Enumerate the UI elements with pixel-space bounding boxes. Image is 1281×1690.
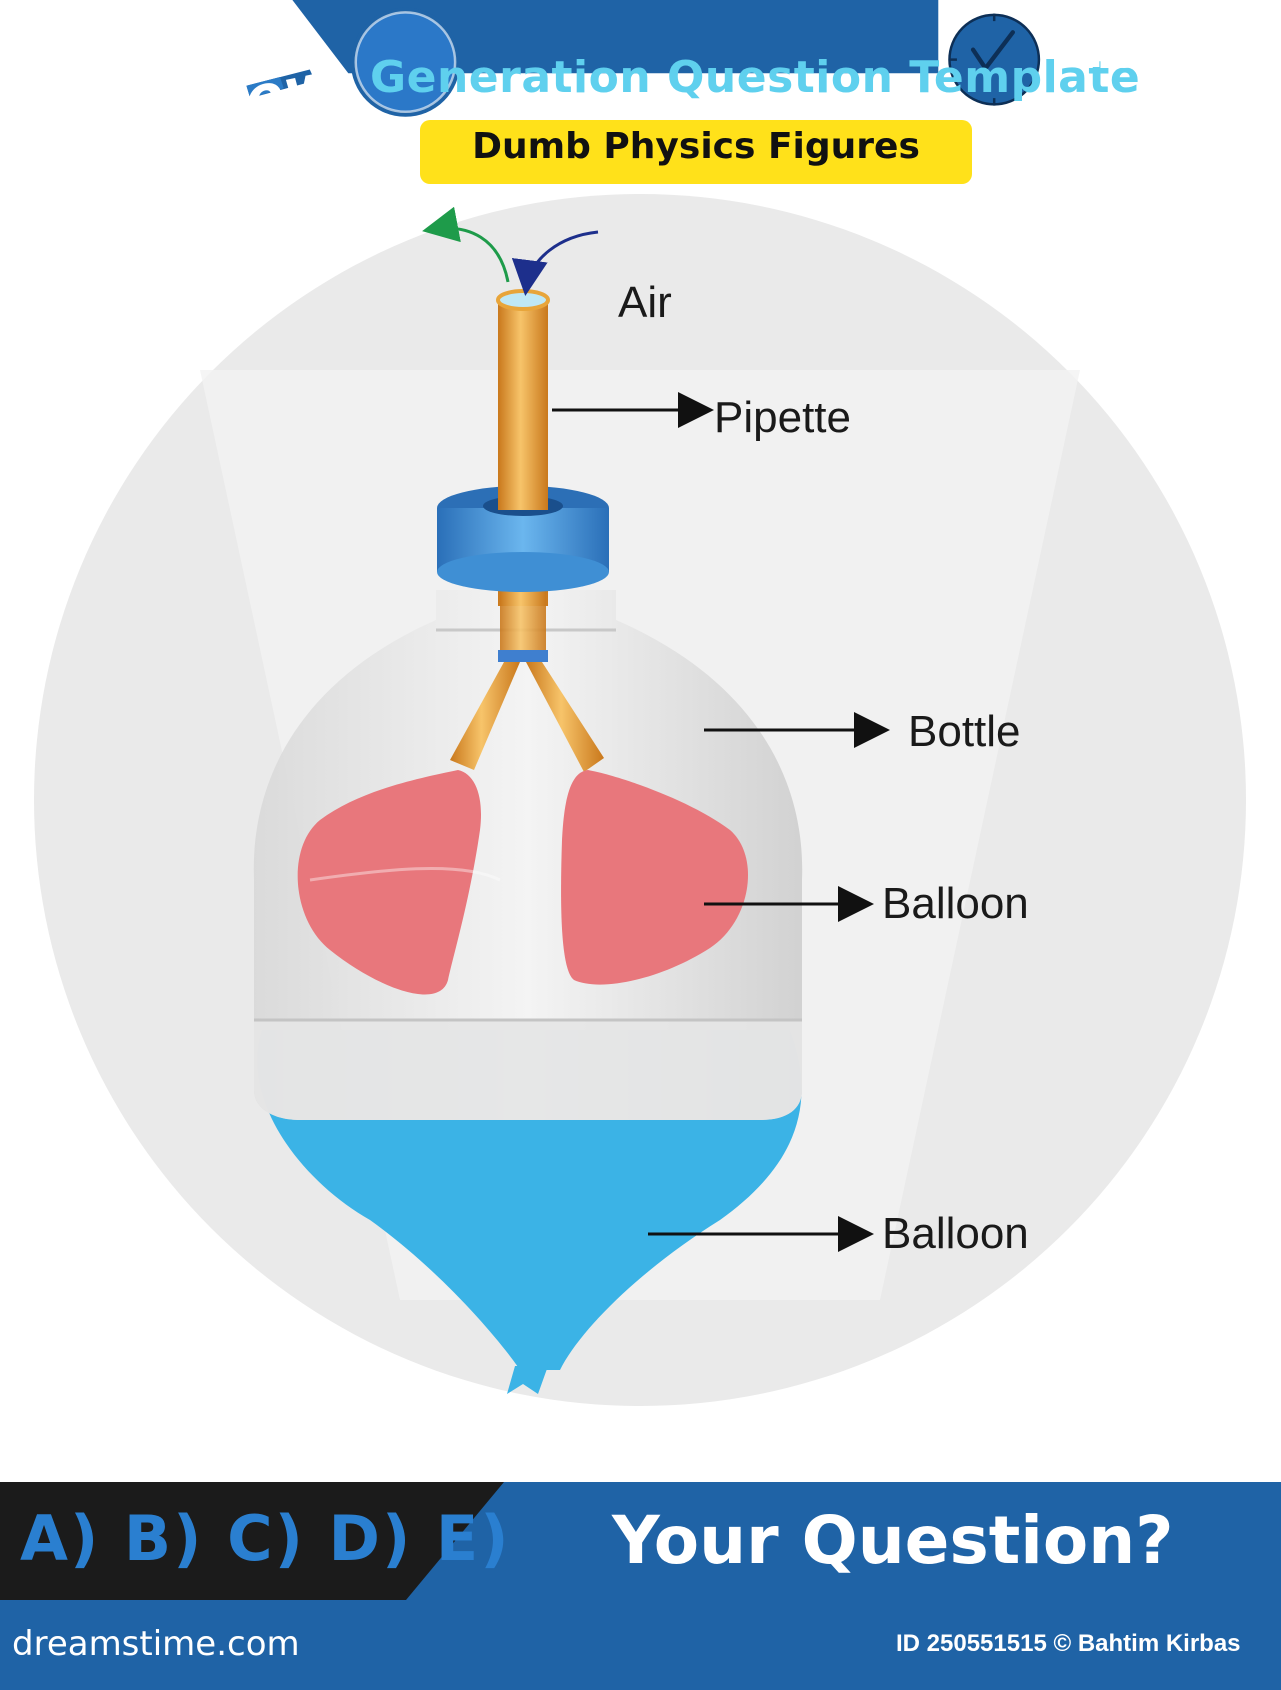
clock-icon <box>948 13 1041 106</box>
subtitle-box <box>420 120 972 184</box>
label-arrows <box>552 392 890 1252</box>
header-title: Generation Question Template <box>370 52 1141 103</box>
bottle <box>253 590 803 1120</box>
site-name: dreamstime.com <box>12 1624 300 1664</box>
question-text: Your Question? <box>612 1502 1174 1579</box>
image-credit: ID 250551515 © Bahtim Kirbas <box>896 1630 1241 1657</box>
label-air: Air <box>618 278 672 327</box>
credit-bar <box>0 1600 1281 1690</box>
label-bottle: Bottle <box>908 707 1021 756</box>
diagram <box>34 194 1246 1406</box>
magnifier-icon <box>246 7 461 117</box>
bottle-cap <box>437 476 609 592</box>
label-balloon-upper: Balloon <box>882 879 1029 928</box>
label-pipette: Pipette <box>714 393 851 442</box>
answer-options: A) B) C) D) E) <box>20 1502 511 1575</box>
header-band <box>246 0 1041 117</box>
footer-band <box>0 1482 1281 1600</box>
timer-number: 25. <box>1063 12 1168 82</box>
air-arrows <box>422 206 599 296</box>
label-balloon-lower: Balloon <box>882 1209 1029 1258</box>
upper-balloons <box>297 770 749 995</box>
subtitle: Dumb Physics Figures <box>472 126 920 167</box>
timer-unit: hour <box>1148 100 1253 151</box>
